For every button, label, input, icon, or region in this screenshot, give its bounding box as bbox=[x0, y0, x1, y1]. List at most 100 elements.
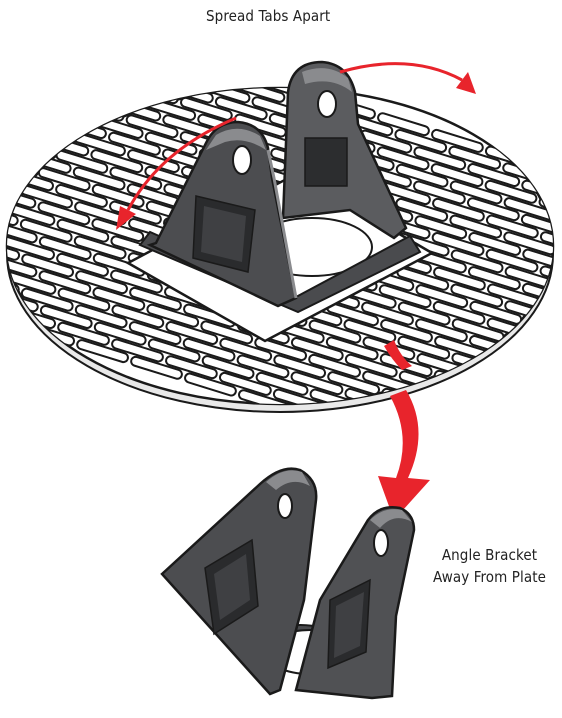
grate-slot-outline bbox=[130, 51, 172, 64]
grate-slot bbox=[24, 52, 66, 65]
grate-slot-outline bbox=[459, 462, 501, 475]
grate-slot-outline bbox=[458, 427, 500, 440]
grate-slot bbox=[458, 427, 500, 440]
grate-slot bbox=[511, 340, 553, 353]
grate-slot bbox=[184, 68, 226, 81]
grate-slot bbox=[544, 168, 562, 181]
grate-slot-outline bbox=[0, 121, 30, 134]
grate-slot-outline bbox=[6, 70, 48, 83]
grate-slot-outline bbox=[184, 68, 226, 81]
grate-slot bbox=[546, 306, 562, 319]
grate-slot-outline bbox=[113, 68, 155, 81]
grate-slot bbox=[511, 375, 553, 388]
grate-slot bbox=[423, 427, 465, 440]
grate-slot bbox=[5, 1, 47, 14]
spread-tabs-label: Spread Tabs Apart bbox=[206, 5, 330, 27]
grate-slot-outline bbox=[149, 68, 191, 81]
grate-slot bbox=[6, 70, 48, 83]
grate-slot-outline bbox=[167, 51, 209, 64]
grate-slot-outline bbox=[546, 306, 562, 319]
grate-slot bbox=[549, 443, 562, 456]
grate-slot bbox=[167, 51, 209, 64]
grate-slot-outline bbox=[0, 156, 31, 169]
grate-slot-outline bbox=[441, 410, 483, 423]
grate-slot bbox=[297, 411, 339, 424]
grate-slot-outline bbox=[221, 68, 263, 81]
grate-slot bbox=[76, 34, 118, 47]
grate-slot-outline bbox=[0, 139, 12, 152]
grate-slot bbox=[0, 139, 12, 152]
grate-slot-outline bbox=[351, 428, 393, 441]
grate-slot bbox=[0, 156, 31, 169]
grate-slot bbox=[528, 357, 562, 370]
grate-slot bbox=[0, 18, 29, 31]
grate-slot-outline bbox=[24, 52, 66, 65]
grate-slot bbox=[60, 86, 102, 99]
grate-slot bbox=[441, 410, 483, 423]
grate-slot-outline bbox=[23, 86, 65, 99]
grate-slot bbox=[0, 52, 29, 65]
grate-slot-outline bbox=[547, 375, 562, 388]
grate-slot-outline bbox=[41, 69, 83, 82]
grate-slot bbox=[0, 70, 11, 83]
grate-slot bbox=[130, 51, 172, 64]
rotation-arrow-right-icon bbox=[340, 64, 476, 94]
grate-slot bbox=[493, 392, 535, 405]
grate-slot-outline bbox=[494, 358, 536, 371]
grate-slot bbox=[529, 426, 562, 439]
grate-slot bbox=[132, 86, 174, 99]
grate-slot-outline bbox=[0, 87, 30, 100]
grate-slot bbox=[41, 69, 83, 82]
angle-bracket-label-line2: Away From Plate bbox=[433, 566, 546, 588]
grate-slot bbox=[547, 375, 562, 388]
grate-slot-outline bbox=[477, 444, 519, 457]
grate-slot-outline bbox=[422, 393, 464, 406]
grate-slot-outline bbox=[0, 18, 29, 31]
grate-slot-outline bbox=[60, 86, 102, 99]
grate-slot bbox=[458, 393, 500, 406]
grate-slot-outline bbox=[529, 426, 562, 439]
grate-slot-outline bbox=[0, 52, 29, 65]
grate-slot bbox=[22, 18, 64, 31]
grate-slot-outline bbox=[76, 34, 118, 47]
grate-slot bbox=[476, 409, 518, 422]
grate-slot-outline bbox=[544, 168, 562, 181]
grate-slot-outline bbox=[22, 18, 64, 31]
bracket-removed bbox=[162, 469, 414, 698]
grate-slot bbox=[77, 103, 119, 116]
grate-slot bbox=[166, 85, 208, 98]
grate-slot-outline bbox=[7, 139, 49, 152]
grate-slot-outline bbox=[548, 478, 562, 491]
grate-slot bbox=[25, 121, 67, 134]
grate-slot-outline bbox=[113, 34, 155, 47]
grate-slot bbox=[351, 428, 393, 441]
grate-slot-outline bbox=[95, 52, 137, 65]
grate-slot bbox=[59, 17, 101, 30]
grate-slot bbox=[332, 411, 374, 424]
grate-slot bbox=[23, 86, 65, 99]
grate-slot-outline bbox=[530, 392, 562, 405]
grate-slot-outline bbox=[546, 340, 562, 353]
grate-slot bbox=[529, 323, 562, 336]
grate-slot bbox=[0, 121, 30, 134]
grate-slot-outline bbox=[440, 444, 482, 457]
grate-slot bbox=[60, 121, 102, 134]
grate-slot bbox=[78, 69, 120, 82]
grate-slot bbox=[530, 392, 562, 405]
grate-slot-outline bbox=[476, 409, 518, 422]
grate-slot-outline bbox=[25, 121, 67, 134]
grate-slot-outline bbox=[511, 340, 553, 353]
grate-slot bbox=[42, 104, 84, 117]
grate-slot bbox=[548, 478, 562, 491]
grate-slot-outline bbox=[531, 461, 562, 474]
grate-slot bbox=[7, 139, 49, 152]
grate-slot-outline bbox=[41, 35, 83, 48]
grate-slot-outline bbox=[0, 311, 16, 324]
grate-slot bbox=[95, 52, 137, 65]
grate-slot bbox=[0, 173, 14, 186]
grate-slot bbox=[0, 87, 30, 100]
grate-slot-outline bbox=[513, 478, 555, 491]
angle-bracket-label: Angle Bracket Away From Plate bbox=[433, 544, 546, 588]
grate-slot bbox=[440, 444, 482, 457]
